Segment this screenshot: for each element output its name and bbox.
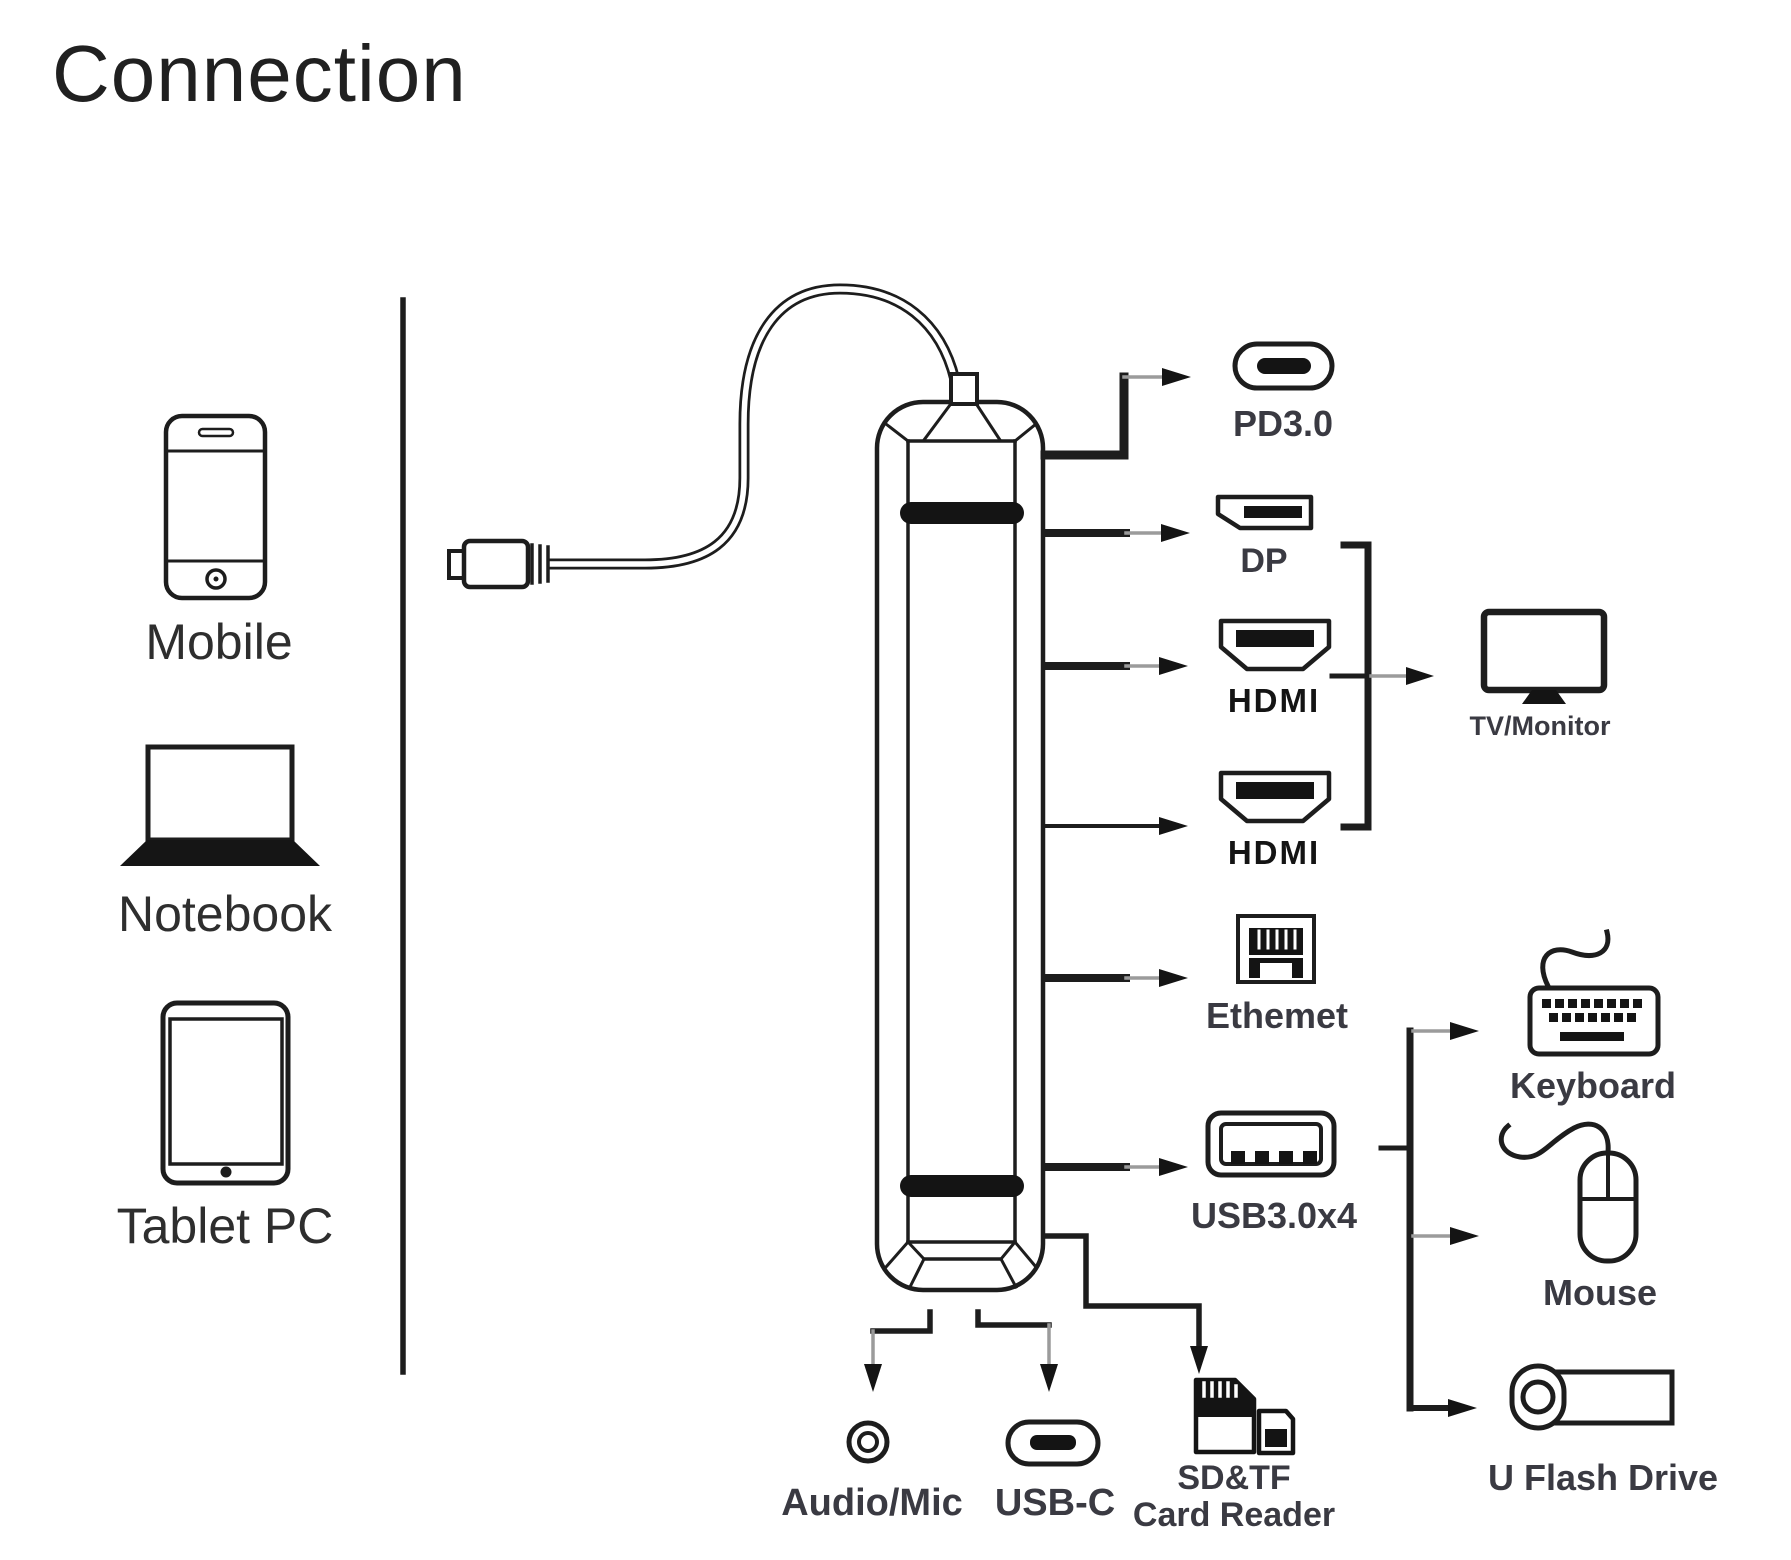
keyboard-label: Keyboard [1509,1065,1677,1106]
arrow-to-hdmi1 [1041,657,1188,675]
dp-port-label: DP [1240,542,1288,580]
sd-card-icon [1193,1377,1257,1455]
arrow-to-usb3 [1041,1158,1188,1176]
arrow-to-hdmi2 [1043,817,1188,835]
hdmi-port-icon-1 [1218,618,1332,672]
usb-a-port-icon [1205,1110,1337,1178]
flash-drive-label: U Flash Drive [1487,1457,1719,1498]
usb-c-plug-icon [447,538,550,590]
arrow-to-card-reader [1042,1233,1208,1374]
arrow-to-audio [864,1309,933,1392]
page-title: Connection [52,29,467,118]
hdmi1-port-label: HDMI [1227,682,1321,719]
hub-body [874,372,1046,1293]
hub-strap-bottom [900,1175,1024,1197]
pd-port-label: PD3.0 [1232,403,1334,444]
audio-jack-icon [846,1420,890,1464]
arrow-to-dp [1041,524,1190,542]
mobile-label: Mobile [145,614,293,670]
mobile-phone-icon [163,413,268,601]
hdmi-port-icon-2 [1218,770,1332,824]
keyboard-icon [1527,928,1661,1057]
mouse-label: Mouse [1542,1272,1658,1313]
hdmi2-port-label: HDMI [1227,834,1321,871]
tv-monitor-icon [1480,608,1608,704]
usb3-port-label: USB3.0x4 [1190,1195,1358,1236]
arrow-to-ethernet [1041,969,1188,987]
tf-card-icon [1256,1408,1296,1456]
flash-drive-icon [1509,1363,1675,1431]
mouse-icon [1498,1121,1639,1264]
tv-monitor-label: TV/Monitor [1469,711,1611,741]
dp-port-icon [1215,494,1314,531]
ethernet-port-icon [1236,914,1316,984]
card-reader-label-line1: SD&TF [1177,1459,1291,1497]
pd-port-icon [1232,341,1335,391]
usb-c-port-icon [1005,1419,1101,1467]
card-reader-label-line2: Card Reader [1132,1496,1336,1534]
usb-peripheral-bracket [1378,1022,1479,1417]
ethernet-port-label: Ethemet [1205,995,1349,1036]
notebook-label: Notebook [117,886,333,942]
display-bracket [1329,541,1434,831]
arrow-to-pd [1040,368,1191,460]
hub-strap-top [900,502,1024,524]
tablet-label: Tablet PC [116,1198,334,1254]
notebook-icon [120,744,320,866]
tablet-icon [160,1000,291,1186]
arrow-to-usbc [975,1309,1058,1392]
usb-c-label: USB-C [994,1482,1116,1524]
usb-c-cable [546,283,965,570]
audio-mic-label: Audio/Mic [781,1482,963,1524]
